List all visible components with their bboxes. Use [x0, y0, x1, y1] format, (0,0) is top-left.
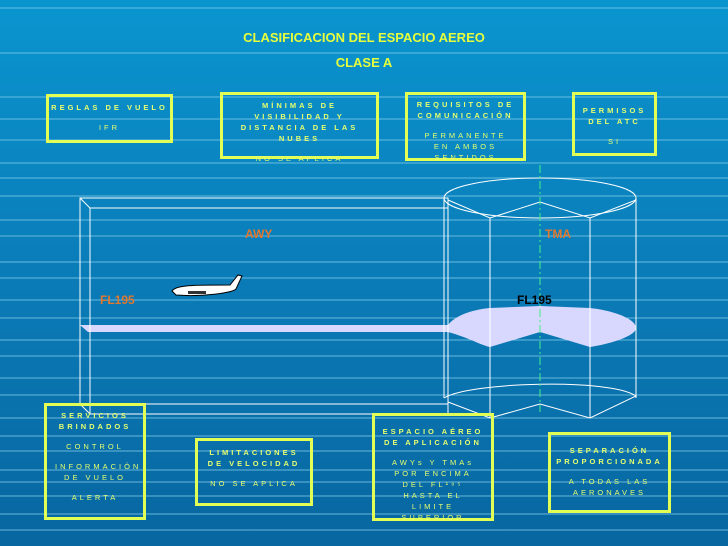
box-servicios: SERVICIOS BRINDADOS CONTROL INFORMACIÓN …	[44, 403, 146, 520]
page-title: CLASIFICACION DEL ESPACIO AEREO	[243, 30, 485, 45]
box-heading: ESPACIO AÉREO DE APLICACIÓN	[382, 427, 484, 447]
box-heading: SEPARACIÓN PROPORCIONADA	[556, 446, 663, 466]
awy-box	[79, 197, 449, 415]
awy-label: AWY	[245, 227, 273, 241]
box-value: ALERTA	[71, 493, 119, 502]
box-value: AWYs Y TMAs POR ENCIMA DEL FL¹⁹⁵ HASTA E…	[392, 458, 474, 522]
page-subtitle: CLASE A	[335, 55, 393, 70]
fl195-band	[80, 306, 636, 347]
box-value: CONTROL	[66, 442, 124, 451]
box-reglas-de-vuelo: REGLAS DE VUELO IFR	[46, 94, 173, 143]
box-value: A TODAS LAS AERONAVES	[568, 477, 651, 497]
tma-label: TMA	[545, 227, 571, 241]
box-heading: PERMISOS DEL ATC	[582, 106, 647, 126]
box-heading: REGLAS DE VUELO	[51, 103, 168, 112]
airplane-icon	[171, 274, 243, 296]
box-limitaciones: LIMITACIONES DE VELOCIDAD NO SE APLICA	[195, 438, 313, 506]
box-heading: REQUISITOS DE COMUNICACIÓN	[416, 100, 515, 120]
box-requisitos: REQUISITOS DE COMUNICACIÓN PERMANENTE EN…	[405, 92, 526, 162]
box-minimas: MÍNIMAS DE VISIBILIDAD Y DISTANCIA DE LA…	[220, 92, 379, 163]
box-value: NO SE APLICA	[210, 479, 298, 488]
box-value: INFORMACIÓN DE VUELO	[55, 462, 142, 482]
box-heading: LIMITACIONES DE VELOCIDAD	[207, 448, 301, 468]
box-permisos: PERMISOS DEL ATC SI	[572, 92, 657, 156]
fl195-tma-label: FL195	[517, 293, 552, 307]
box-heading: MÍNIMAS DE VISIBILIDAD Y DISTANCIA DE LA…	[240, 101, 359, 143]
fl195-awy-label: FL195	[100, 293, 135, 307]
box-espacio-aereo: ESPACIO AÉREO DE APLICACIÓN AWYs Y TMAs …	[372, 413, 494, 522]
box-heading: SERVICIOS BRINDADOS	[58, 411, 132, 431]
box-value: PERMANENTE EN AMBOS SENTIDOS	[424, 131, 507, 162]
box-value: IFR	[98, 123, 121, 132]
box-value: NO SE APLICA	[255, 154, 344, 163]
box-separacion: SEPARACIÓN PROPORCIONADA A TODAS LAS AER…	[548, 432, 671, 513]
box-value: SI	[607, 137, 622, 146]
